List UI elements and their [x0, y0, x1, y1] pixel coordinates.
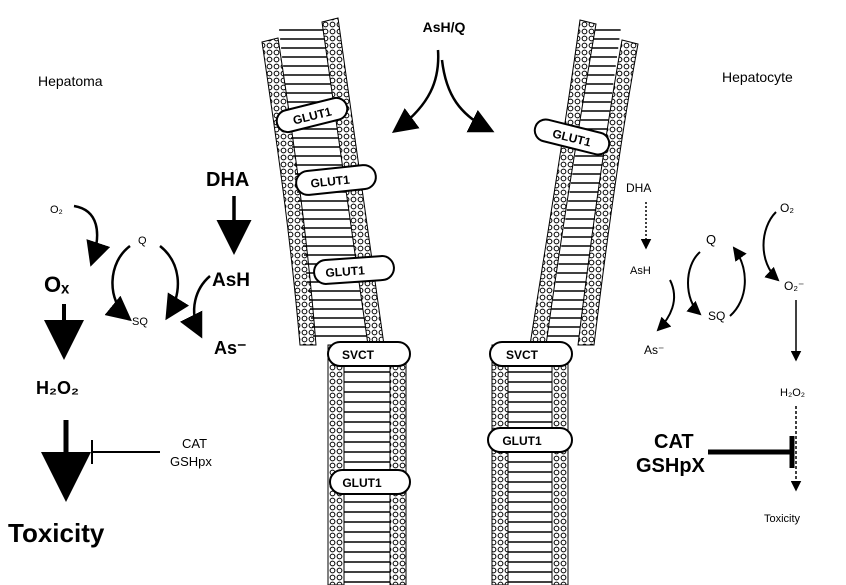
transporter-left-3: GLUT1	[313, 255, 394, 285]
left-gshpx: GSHpx	[170, 454, 212, 469]
right-q: Q	[706, 232, 716, 247]
left-ash-to-as-arrow	[194, 276, 210, 334]
right-gshpx: GSHpX	[636, 455, 706, 477]
right-toxicity: Toxicity	[764, 513, 801, 525]
transporter-label: GLUT1	[502, 434, 542, 448]
left-sq: SQ	[132, 316, 148, 328]
right-o2-arrow	[764, 212, 779, 280]
transporter-label: GLUT1	[342, 476, 382, 490]
left-cat: CAT	[182, 436, 207, 451]
left-o2-arrow	[74, 206, 97, 262]
right-as-minus: As⁻	[644, 343, 664, 357]
transporter-label: SVCT	[506, 348, 539, 362]
arrow-to-hepatocyte	[442, 60, 490, 130]
transporter-left-5: GLUT1	[330, 470, 410, 494]
right-h2o2: H₂O₂	[780, 387, 805, 399]
right-ash: AsH	[630, 265, 651, 277]
hepatocyte-title: Hepatocyte	[722, 69, 793, 85]
transporter-label: SVCT	[342, 348, 375, 362]
right-dha: DHA	[626, 181, 651, 195]
transporter-right-svct: SVCT	[490, 342, 572, 366]
hepatoma-title: Hepatoma	[38, 73, 103, 89]
transporter-right-3: GLUT1	[488, 428, 572, 452]
left-h2o2: H₂O₂	[36, 378, 79, 398]
arrow-to-hepatoma	[396, 50, 438, 130]
left-q: Q	[138, 235, 147, 247]
left-as-minus: As⁻	[214, 338, 247, 358]
right-o2-radical: O₂⁻	[784, 279, 804, 293]
right-membrane	[492, 20, 638, 585]
right-ash-to-as-arrow	[658, 280, 674, 330]
transporter-left-svct: SVCT	[328, 342, 410, 366]
left-o2: O₂	[50, 204, 63, 216]
transporter-left-2: GLUT1	[295, 164, 377, 196]
right-o2: O₂	[780, 201, 794, 215]
right-cat: CAT	[654, 431, 694, 453]
left-dha: DHA	[206, 169, 249, 191]
left-redox-cycle-right	[160, 246, 178, 316]
right-redox-cycle-left	[688, 252, 700, 314]
left-inhibition	[92, 440, 160, 464]
left-ash: AsH	[212, 270, 250, 291]
left-redox-cycle-left	[112, 246, 130, 318]
right-redox-cycle-right	[730, 248, 745, 316]
transporter-label: GLUT1	[325, 263, 366, 280]
top-label: AsH/Q	[423, 19, 466, 35]
right-inhibition	[708, 436, 792, 468]
left-toxicity: Toxicity	[8, 518, 105, 548]
right-sq: SQ	[708, 309, 725, 323]
left-ox: Oₓ	[44, 272, 70, 297]
